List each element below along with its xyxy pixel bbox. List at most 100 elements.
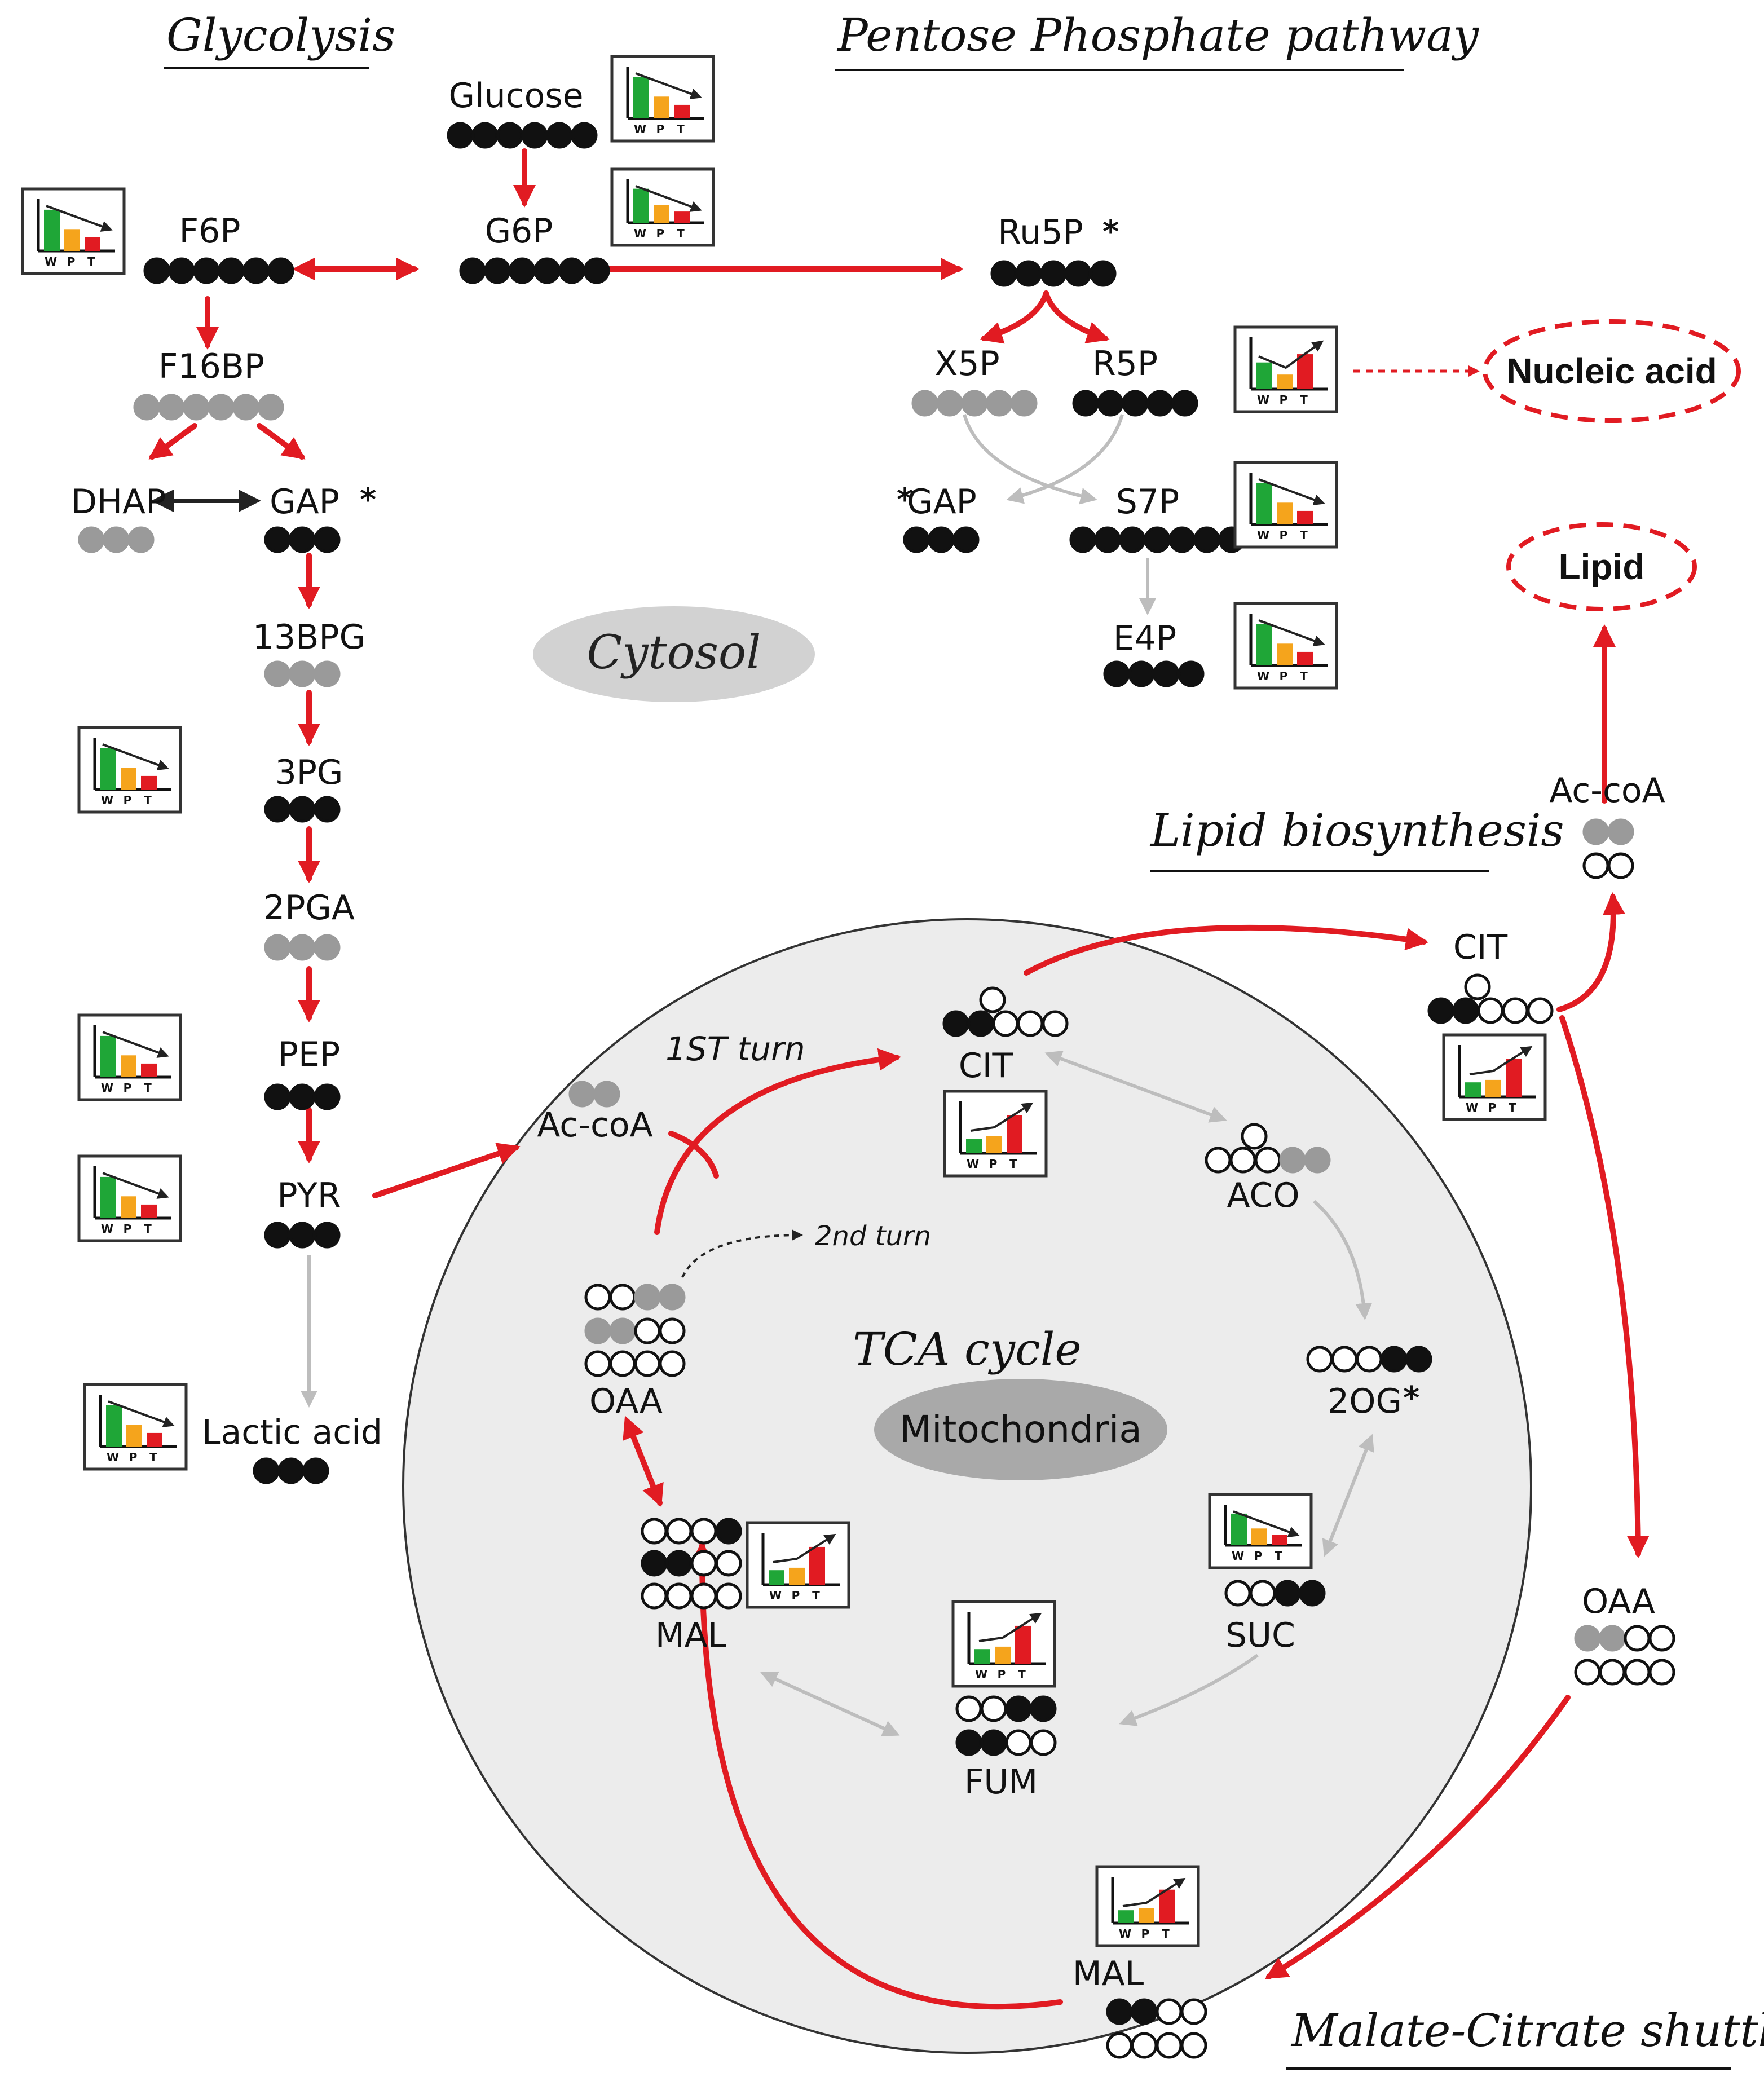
carbon-atom-dot xyxy=(1527,997,1554,1024)
carbon-atom-dot xyxy=(1090,260,1117,287)
carbon-atom-dot xyxy=(584,1284,611,1311)
chart-axis-letter: T xyxy=(144,793,152,807)
carbon-atom-dot xyxy=(980,1695,1007,1722)
chart-axis-letter: T xyxy=(1009,1157,1017,1171)
carbon-atom-dot xyxy=(980,1729,1007,1756)
carbon-atom-dot xyxy=(1299,1580,1326,1607)
chart-axis-letter: P xyxy=(1280,669,1288,683)
carbon-atom-dot xyxy=(659,1317,686,1344)
metabolite-label-pyr: PYR xyxy=(277,1176,341,1215)
carbon-atom-dot xyxy=(264,660,291,687)
carbon-atom-dot xyxy=(1178,660,1205,687)
chart-axis-letter: T xyxy=(1275,1549,1282,1563)
chart-axis-letter: P xyxy=(656,122,665,136)
chart-axis-letter: W xyxy=(107,1450,119,1464)
carbon-atom-dot xyxy=(1607,852,1634,879)
metabolite-label-accoa_m: Ac-coA xyxy=(537,1105,652,1145)
carbon-atom-dots xyxy=(78,122,1675,2059)
chart-axis-letter: T xyxy=(677,227,685,240)
carbon-atom-dot xyxy=(1306,1346,1333,1373)
carbon-atom-dot xyxy=(609,1284,636,1311)
carbon-atom-dot xyxy=(546,122,573,149)
carbon-atom-dot xyxy=(257,394,284,421)
carbon-atom-dot xyxy=(665,1518,693,1545)
chart-axis-letter: P xyxy=(1280,528,1288,542)
carbon-atom-dot xyxy=(1582,852,1609,879)
nucleic-acid-label: Nucleic acid xyxy=(1506,351,1717,391)
carbon-atom-dot xyxy=(1153,660,1180,687)
carbon-atom-dot xyxy=(1180,1998,1207,2025)
carbon-atom-dot xyxy=(78,526,105,553)
carbon-atom-dot xyxy=(232,394,259,421)
cytosol-label: Cytosol xyxy=(586,626,761,680)
chart-axis-letter: P xyxy=(124,793,132,807)
metabolite-label-ru5p: Ru5P xyxy=(998,213,1083,252)
carbon-atom-dot xyxy=(208,394,235,421)
carbon-atom-dot xyxy=(1156,2032,1183,2059)
carbon-atom-dot xyxy=(928,526,955,553)
metabolite-label-aco: ACO xyxy=(1227,1176,1299,1215)
metabolite-label-e4p: E4P xyxy=(1113,619,1176,658)
carbon-atom-dot xyxy=(289,1222,316,1249)
chart-axis-letter: P xyxy=(1141,1927,1150,1941)
carbon-atom-dot xyxy=(1574,1625,1601,1652)
carbon-atom-dot xyxy=(289,796,316,823)
carbon-atom-dot xyxy=(264,796,291,823)
tca-cycle-label: TCA cycle xyxy=(853,1323,1082,1375)
carbon-atom-dot xyxy=(568,1081,596,1108)
carbon-atom-dot xyxy=(609,1317,636,1344)
carbon-atom-dot xyxy=(979,986,1006,1013)
chart-axis-letter: P xyxy=(67,255,76,268)
carbon-atom-dot xyxy=(1131,1998,1158,2025)
carbon-atom-dot xyxy=(314,796,341,823)
carbon-atom-dot xyxy=(641,1582,668,1610)
carbon-atom-dot xyxy=(264,1083,291,1110)
metabolite-label-mal_m: MAL xyxy=(655,1616,727,1655)
chart-axis-letter: P xyxy=(998,1668,1006,1681)
metabolite-label-g6p: G6P xyxy=(485,211,553,251)
carbon-atom-dot xyxy=(1042,1010,1069,1037)
metabolite-label-cit_m: CIT xyxy=(959,1046,1013,1086)
first-turn-label: 1ST turn xyxy=(665,1030,805,1068)
carbon-atom-dot xyxy=(942,1010,969,1037)
carbon-atom-dot xyxy=(1065,260,1092,287)
carbon-atom-dot xyxy=(1072,390,1099,417)
metabolite-label-suc: SUC xyxy=(1225,1616,1295,1655)
carbon-atom-dot xyxy=(665,1550,693,1577)
cytosol-pill xyxy=(533,606,815,702)
chart-axis-letter: P xyxy=(124,1081,132,1095)
metabolite-label-x5p: X5P xyxy=(934,344,999,383)
lipid-biosynthesis-title: Lipid biosynthesis xyxy=(1149,804,1564,857)
carbon-atom-dot xyxy=(1005,1729,1032,1756)
carbon-atom-dot xyxy=(127,526,155,553)
carbon-atom-dot xyxy=(471,122,499,149)
carbon-atom-dot xyxy=(289,934,316,961)
metabolite-label-pg3: 3PG xyxy=(275,753,343,792)
chart-axis-letter: T xyxy=(1162,1927,1170,1941)
chart-axis-letter: T xyxy=(144,1222,152,1236)
carbon-atom-dot xyxy=(715,1550,742,1577)
metabolite-label-lactic: Lactic acid xyxy=(202,1413,382,1452)
metabolite-label-oaa_m: OAA xyxy=(589,1382,663,1421)
carbon-atom-dot xyxy=(986,390,1013,417)
carbon-atom-dot xyxy=(1168,526,1196,553)
metabolite-label-r5p: R5P xyxy=(1092,344,1158,383)
chart-axis-letter: P xyxy=(989,1157,998,1171)
chart-axis-letter: P xyxy=(129,1450,138,1464)
carbon-atom-dot xyxy=(447,122,474,149)
metabolite-label-mal_c: MAL xyxy=(1073,1954,1144,1994)
carbon-atom-dot xyxy=(558,257,585,284)
carbon-atom-dot xyxy=(496,122,523,149)
carbon-atom-dot xyxy=(1356,1346,1383,1373)
carbon-atom-dot xyxy=(1106,1998,1133,2025)
carbon-atom-dot xyxy=(1381,1346,1408,1373)
